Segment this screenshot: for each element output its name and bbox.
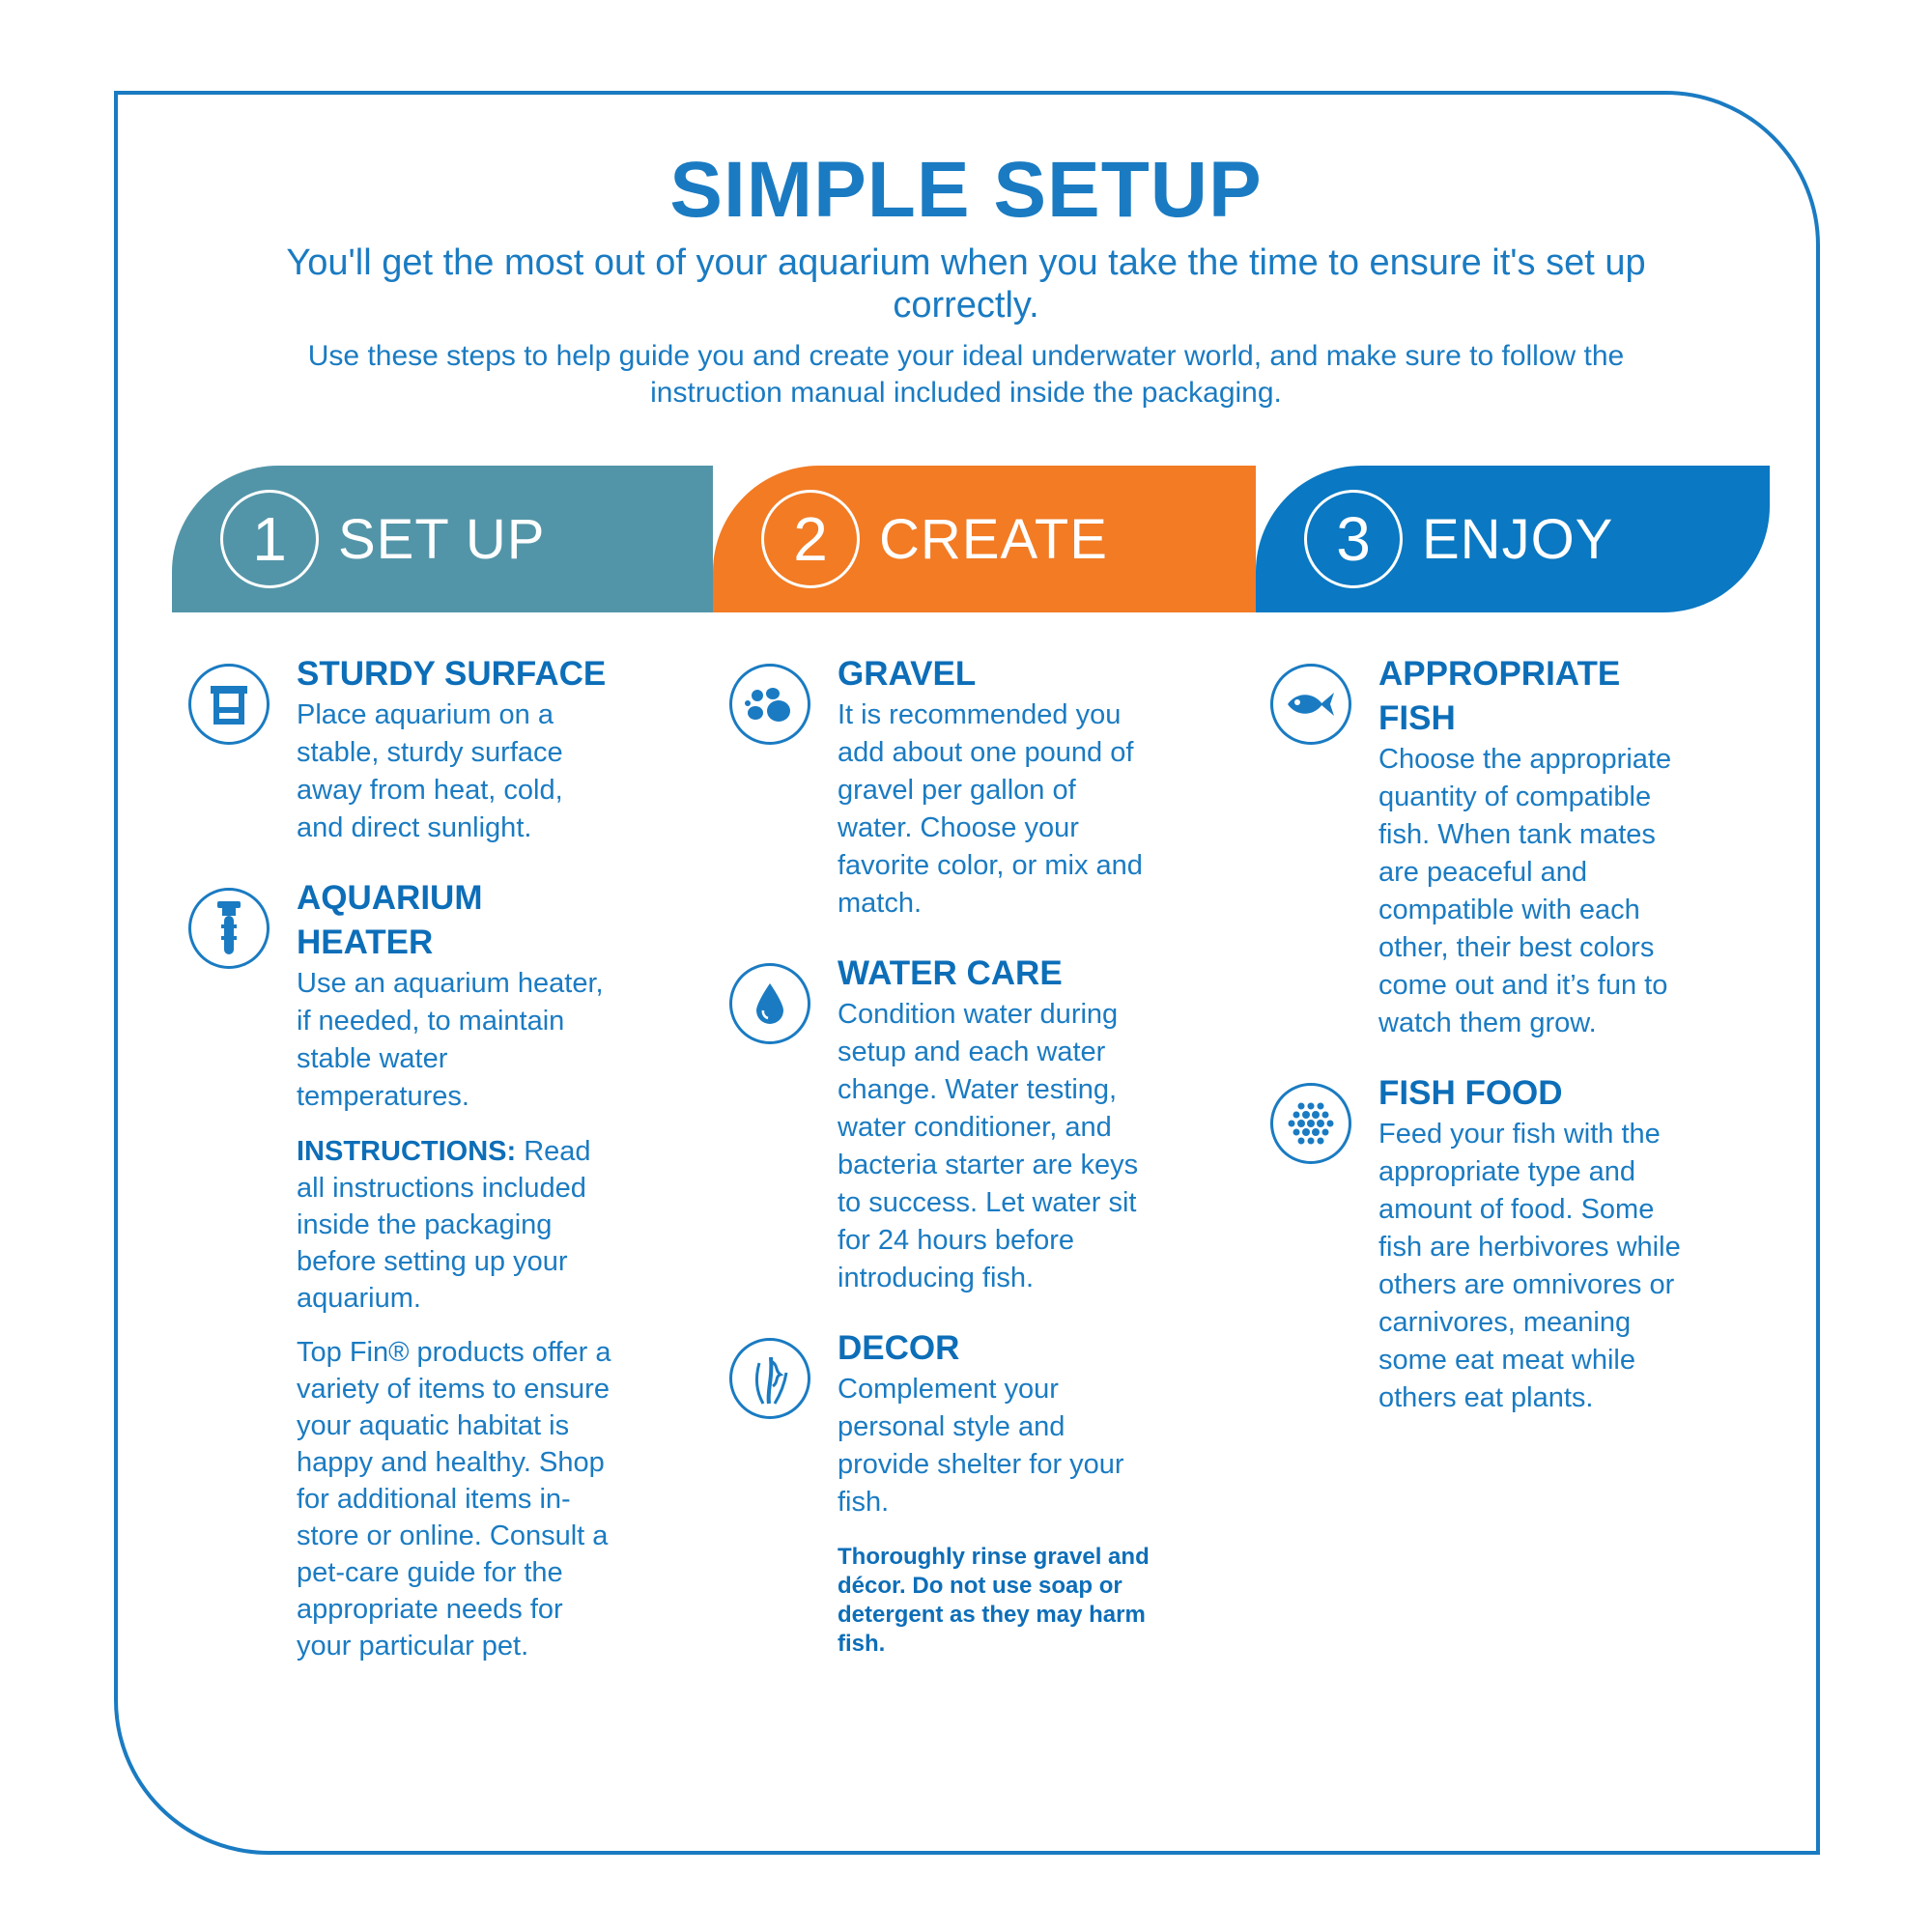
step-label: ENJOY [1422,507,1614,571]
stand-icon [188,664,270,745]
item-heading: AQUARIUM HEATER [297,879,483,961]
setup-column: STURDY SURFACE Place aquarium on a stabl… [188,652,613,1693]
item-text: It is recommended you add about one poun… [838,699,1143,919]
step-number: 2 [761,490,860,588]
item-heading: WATER CARE [838,954,1063,992]
item-text: Place aquarium on a stable, sturdy surfa… [297,699,563,843]
item-text: Complement your personal style and provi… [838,1374,1124,1518]
gravel-icon [729,664,810,745]
gravel-item: GRAVEL It is recommended you add about o… [729,652,1154,923]
topfin-note: Top Fin® products offer a variety of ite… [297,1337,611,1662]
aquarium-heater-item: AQUARIUM HEATER Use an aquarium heater, … [188,876,613,1664]
page-subtitle: You'll get the most out of your aquarium… [286,242,1646,326]
fish-food-item: FISH FOOD Feed your fish with the approp… [1270,1071,1695,1417]
plant-icon [729,1338,810,1419]
instructions-text: Read all instructions included inside th… [297,1136,591,1314]
enjoy-column: APPROPRIATE FISH Choose the appropriate … [1270,652,1695,1446]
item-heading: APPROPRIATE FISH [1378,655,1621,737]
pellets-icon [1270,1083,1351,1164]
step-label: SET UP [338,507,546,571]
item-heading: DECOR [838,1329,960,1367]
step-banner-enjoy: 3 ENJOY [1256,466,1770,612]
appropriate-fish-item: APPROPRIATE FISH Choose the appropriate … [1270,652,1695,1042]
water-care-item: WATER CARE Condition water during setup … [729,952,1154,1297]
decor-item: DECOR Complement your personal style and… [729,1326,1154,1659]
heater-icon [188,888,270,969]
item-text: Choose the appropriate quantity of compa… [1378,744,1672,1038]
fish-icon [1270,664,1351,745]
create-column: GRAVEL It is recommended you add about o… [729,652,1154,1688]
border-frame [114,91,1820,1855]
item-text: Condition water during setup and each wa… [838,999,1139,1293]
step-banner-create: 2 CREATE [713,466,1256,612]
water-drop-icon [729,963,810,1044]
item-heading: GRAVEL [838,655,977,693]
item-heading: STURDY SURFACE [297,655,607,693]
instructions-note: INSTRUCTIONS: Read all instructions incl… [297,1133,613,1317]
step-number: 3 [1304,490,1403,588]
intro-text: Use these steps to help guide you and cr… [307,340,1625,409]
item-text: Feed your fish with the appropriate type… [1378,1119,1681,1413]
item-heading: FISH FOOD [1378,1074,1563,1112]
step-label: CREATE [879,507,1108,571]
item-text: Use an aquarium heater, if needed, to ma… [297,968,604,1112]
page-title: SIMPLE SETUP [669,146,1263,234]
instructions-label: INSTRUCTIONS: [297,1136,517,1167]
sturdy-surface-item: STURDY SURFACE Place aquarium on a stabl… [188,652,613,847]
step-number: 1 [220,490,319,588]
rinse-warning: Thoroughly rinse gravel and décor. Do no… [838,1544,1150,1657]
step-banner-setup: 1 SET UP [172,466,713,612]
